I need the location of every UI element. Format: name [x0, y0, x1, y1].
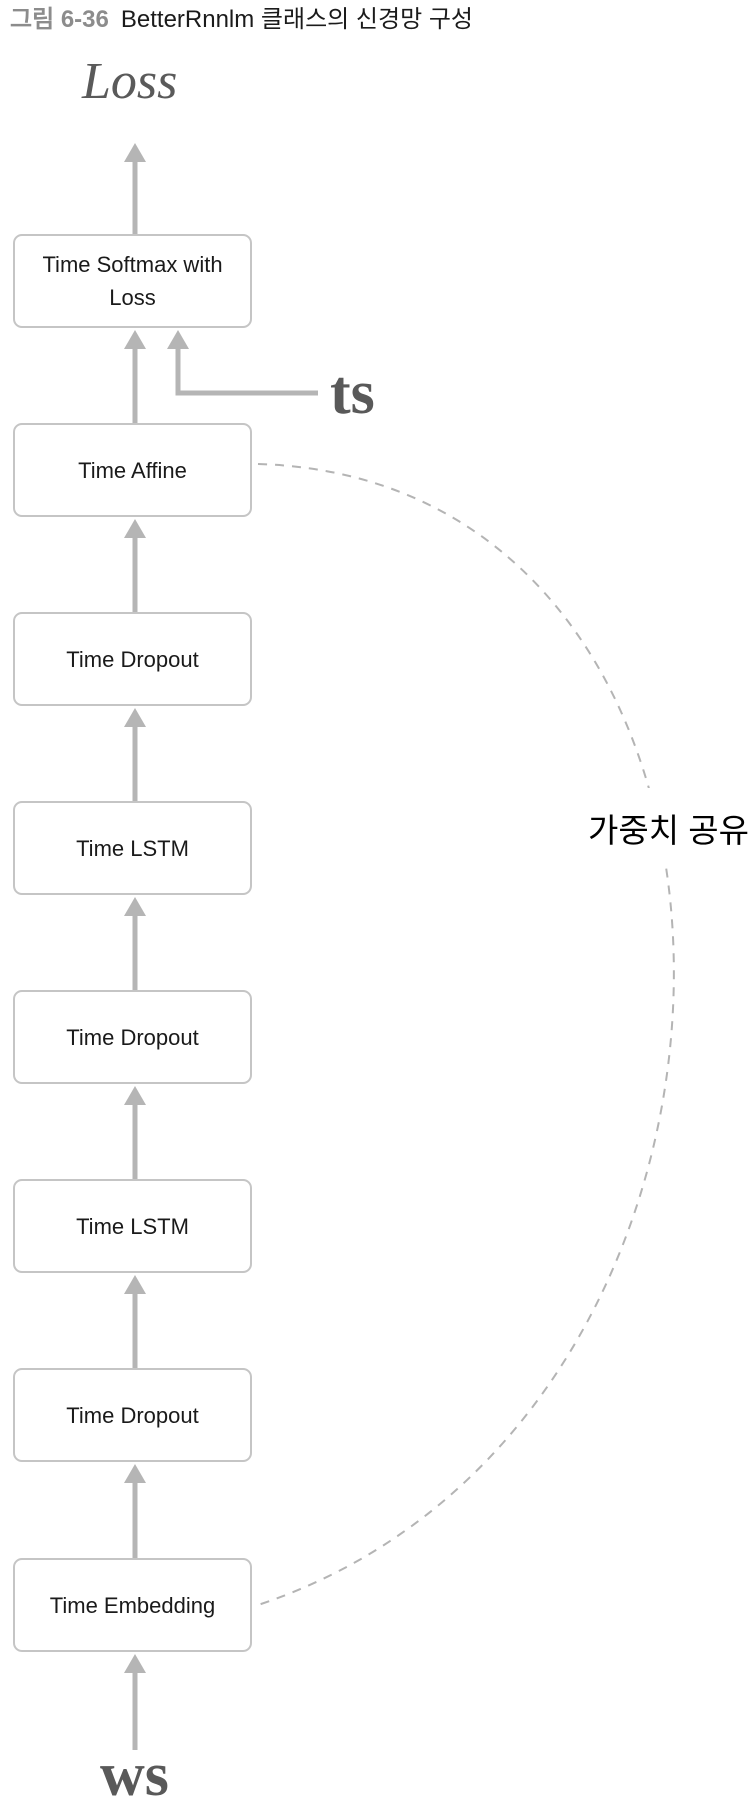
weight-sharing-label: 가중치 공유	[582, 788, 750, 868]
figure-title: BetterRnnlm 클래스의 신경망 구성	[120, 6, 473, 33]
ws-input-label: ws	[100, 1741, 169, 1809]
layer-box-label: Time LSTM	[76, 835, 189, 861]
flow-arrow-head	[124, 897, 146, 916]
flow-arrow-head	[124, 143, 146, 162]
loss-output-label: Loss	[82, 53, 178, 110]
layer-box-label: Time Softmax with Loss	[42, 252, 223, 310]
ts-elbow-arrow-shaft	[175, 347, 318, 396]
layer-box-label: Time Embedding	[49, 1592, 216, 1618]
flow-arrow-head	[124, 330, 146, 349]
layer-box-time-lstm: Time LSTM	[13, 1179, 252, 1273]
flow-arrow-head	[124, 708, 146, 727]
figure-caption: 그림 6-36 BetterRnnlm 클래스의 신경망 구성	[10, 6, 473, 35]
flow-arrow-head	[124, 1654, 146, 1673]
weight-sharing-dashed-curve	[257, 463, 675, 1606]
layer-box-label: Time Dropout	[66, 1024, 199, 1050]
layer-box-time-dropout: Time Dropout	[13, 612, 252, 706]
ts-elbow-arrow-head	[167, 330, 189, 349]
layer-box-time-softmax-with-loss: Time Softmax with Loss	[13, 234, 252, 328]
flow-arrow-head	[124, 519, 146, 538]
flow-arrow-head	[124, 1464, 146, 1483]
layer-box-label: Time Dropout	[66, 1402, 199, 1428]
layer-box-time-dropout: Time Dropout	[13, 1368, 252, 1462]
flow-arrow-head	[124, 1275, 146, 1294]
layer-box-label: Time Dropout	[66, 646, 199, 672]
flow-arrow-head	[124, 1086, 146, 1105]
ts-target-label: ts	[330, 359, 375, 427]
layer-box-time-lstm: Time LSTM	[13, 801, 252, 895]
layer-box-time-affine: Time Affine	[13, 423, 252, 517]
figure-number: 그림 6-36	[10, 6, 109, 33]
layer-box-label: Time Affine	[78, 457, 187, 483]
layer-box-label: Time LSTM	[76, 1213, 189, 1239]
layer-box-time-dropout: Time Dropout	[13, 990, 252, 1084]
layer-box-time-embedding: Time Embedding	[13, 1558, 252, 1652]
